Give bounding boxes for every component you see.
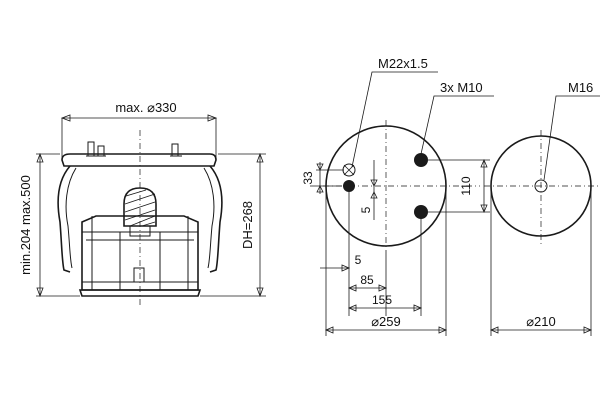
dim-110-label: 110 [459,176,473,195]
height-range-label: min.204 max.500 [18,175,33,275]
top-view: M22x1.5 3x M10 33 5 [301,56,494,336]
design-height-dimension: DH=268 [200,152,266,298]
studs-label: 3x M10 [440,80,483,95]
dimension-33: 33 [301,162,344,194]
bellow-inner [65,167,215,269]
stud-holes: 3x M10 [343,80,494,219]
max-diameter-label: max. ⌀330 [115,100,176,115]
piston-base [78,289,202,297]
dim-5-vertical-label: 5 [359,206,373,213]
dim-5-horizontal-label: 5 [355,253,362,267]
bolt-hole [534,179,548,193]
air-connection-label: M22x1.5 [378,56,428,71]
dimension-5-vertical: 5 [359,160,378,220]
stud-hole-3 [414,205,428,219]
dimension-110: 110 [428,158,490,214]
dim-155-label: 155 [372,293,392,307]
bolt-label: M16 [568,80,593,95]
max-diameter-dimension: max. ⌀330 [60,100,218,160]
stud-hole-1 [343,180,355,192]
bellow-outline [57,165,223,273]
top-plate [61,153,217,167]
height-range-dimension: min.204 max.500 [18,152,80,298]
bottom-view: M16 ⌀210 [484,80,600,336]
air-connection: M22x1.5 [342,56,438,177]
dim-33-label: 33 [301,171,315,185]
design-height-label: DH=268 [240,201,255,249]
bottom-diameter-label: ⌀210 [526,314,556,329]
dim-85-label: 85 [360,273,374,287]
stud-hole-2 [414,153,428,167]
top-studs [86,141,182,157]
side-view: max. ⌀330 min.204 max.500 DH=268 [18,100,266,305]
top-diameter-label: ⌀259 [371,314,401,329]
horizontal-dimensions: 5 85 155 ⌀259 [320,186,448,336]
